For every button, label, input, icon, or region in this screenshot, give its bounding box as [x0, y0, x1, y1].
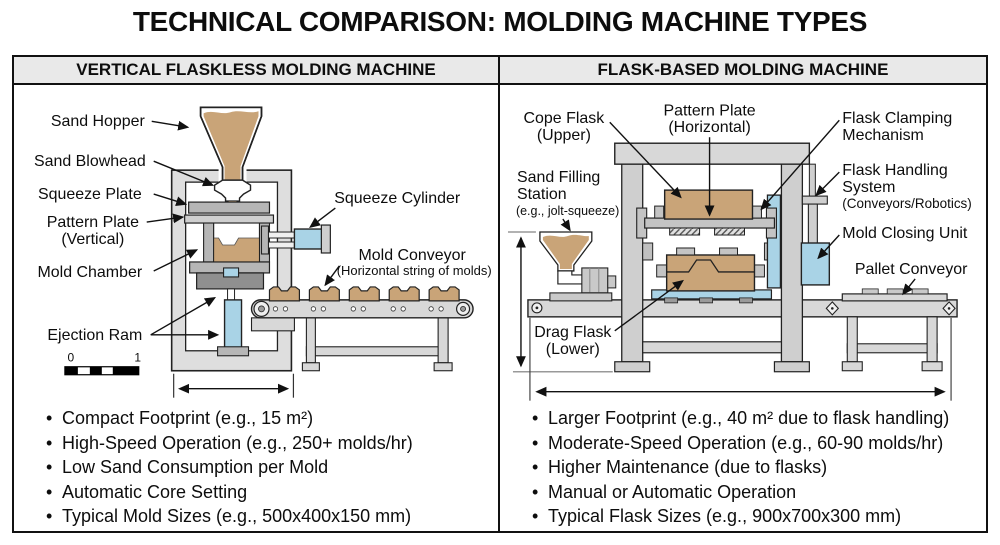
- left-spec-list: Compact Footprint (e.g., 15 m²) High-Spe…: [14, 406, 498, 529]
- pattern-plate-label: Pattern Plate: [663, 102, 755, 119]
- height-dimension: [507, 231, 536, 368]
- ejection-ram-shape: [196, 267, 265, 357]
- mold-closing-unit-shape: [800, 242, 831, 286]
- mold-blocks: [268, 286, 460, 302]
- mold-conveyor-label: Mold Conveyor: [359, 247, 467, 264]
- sand-hopper-label: Sand Hopper: [51, 113, 146, 130]
- page-title: TECHNICAL COMPARISON: MOLDING MACHINE TY…: [132, 6, 868, 37]
- spec-item: Manual or Automatic Operation: [532, 480, 986, 505]
- flask-clamping-label: Flask Clamping: [842, 110, 952, 127]
- pattern-plate-shape: [184, 214, 275, 224]
- flask-handling-label: Flask Handling: [842, 162, 948, 179]
- scale-bar: 0 1: [64, 351, 141, 376]
- comparison-table: VERTICAL FLASKLESS MOLDING MACHINE: [12, 55, 988, 533]
- flask-clamping-label-2: Mechanism: [842, 127, 924, 144]
- spec-item: Automatic Core Setting: [46, 480, 498, 505]
- cope-flask-shape: [636, 189, 777, 239]
- spec-item: Typical Flask Sizes (e.g., 900x700x300 m…: [532, 504, 986, 529]
- right-diagram: Cope Flask (Upper) Pattern Plate (Horizo…: [507, 102, 972, 401]
- spec-item: Higher Maintenance (due to flasks): [532, 455, 986, 480]
- left-panel-content: 0 1: [14, 85, 498, 531]
- mold-chamber-label: Mold Chamber: [38, 264, 143, 281]
- footprint-dimension: [173, 373, 295, 398]
- spec-item: Low Sand Consumption per Mold: [46, 455, 498, 480]
- sand-filling-label: Sand Filling: [517, 169, 600, 186]
- mold-conveyor-label-2: (Horizontal string of molds): [337, 263, 492, 278]
- right-spec-list: Larger Footprint (e.g., 40 m² due to fla…: [500, 406, 986, 529]
- spec-item: Compact Footprint (e.g., 15 m²): [46, 406, 498, 431]
- pallet-conveyor-label: Pallet Conveyor: [855, 261, 968, 278]
- pattern-plate-label: Pattern Plate: [47, 214, 139, 231]
- flask-handling-label-3: (Conveyors/Robotics): [842, 196, 972, 211]
- mold-closing-unit-label: Mold Closing Unit: [842, 225, 968, 242]
- pattern-plate-label-2: (Horizontal): [668, 119, 750, 136]
- cope-flask-label: Cope Flask: [524, 110, 605, 127]
- leader-lines: [146, 120, 340, 340]
- width-dimension: [529, 317, 952, 401]
- flask-handling-label-2: System: [842, 179, 895, 196]
- sand-filling-label-2: Station: [517, 186, 567, 203]
- pattern-plate-label-2: (Vertical): [61, 231, 124, 248]
- spec-item: High-Speed Operation (e.g., 250+ molds/h…: [46, 431, 498, 456]
- squeeze-cylinder-label: Squeeze Cylinder: [334, 190, 461, 207]
- right-panel-content: Cope Flask (Upper) Pattern Plate (Horizo…: [500, 85, 986, 531]
- sand-filling-station-shape: [539, 231, 617, 302]
- mold-conveyor-shape: [250, 286, 474, 372]
- spec-item: Typical Mold Sizes (e.g., 500x400x150 mm…: [46, 504, 498, 529]
- pallet-conveyor-shape: [841, 288, 948, 372]
- left-diagram: 0 1: [34, 106, 492, 398]
- right-panel-header: FLASK-BASED MOLDING MACHINE: [500, 57, 986, 85]
- drag-flask-shape: [651, 247, 773, 304]
- floor-rail: [527, 299, 958, 318]
- sand-filling-label-3: (e.g., jolt-squeeze): [516, 204, 619, 218]
- panel-vertical-flaskless: VERTICAL FLASKLESS MOLDING MACHINE: [14, 57, 500, 531]
- leader-lines: [560, 119, 916, 332]
- ejection-ram-label: Ejection Ram: [47, 327, 142, 344]
- cope-flask-label-2: (Upper): [537, 127, 591, 144]
- spec-item: Larger Footprint (e.g., 40 m² due to fla…: [532, 406, 986, 431]
- squeeze-plate-label: Squeeze Plate: [38, 186, 142, 203]
- left-panel-header: VERTICAL FLASKLESS MOLDING MACHINE: [14, 57, 498, 85]
- spec-item: Moderate-Speed Operation (e.g., 60-90 mo…: [532, 431, 986, 456]
- drag-flask-label-2: (Lower): [546, 341, 600, 358]
- drag-flask-label: Drag Flask: [534, 324, 611, 341]
- scale-zero-label: 0: [68, 351, 75, 365]
- machine-frame: [614, 142, 811, 373]
- squeeze-plate-shape: [188, 201, 271, 214]
- scale-one-label: 1: [134, 351, 141, 365]
- squeeze-cylinder-shape: [260, 224, 331, 255]
- sand-blowhead-label: Sand Blowhead: [34, 153, 146, 170]
- panel-flask-based: FLASK-BASED MOLDING MACHINE: [500, 57, 986, 531]
